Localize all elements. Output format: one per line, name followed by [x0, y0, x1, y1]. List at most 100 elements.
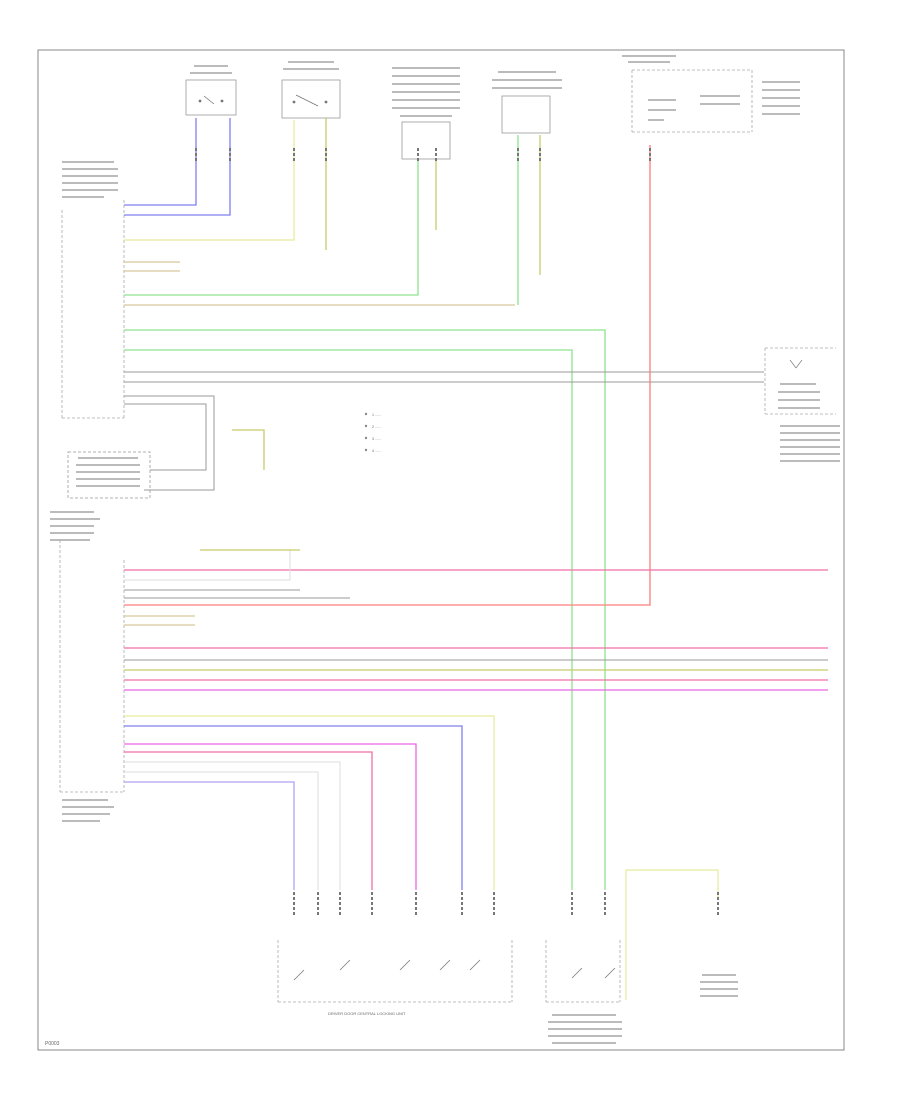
connector-tick: [293, 912, 295, 915]
connector-tick: [493, 907, 495, 910]
wire-gray-3: [124, 395, 215, 491]
wire-green-3: [124, 329, 606, 890]
connector-tick: [417, 153, 419, 156]
wire-white-3: [124, 771, 319, 890]
connector-tick: [293, 153, 295, 156]
connector-tick: [461, 912, 463, 915]
connector-tick: [415, 892, 417, 895]
connector-tick: [317, 912, 319, 915]
connector-tick: [325, 148, 327, 151]
switch-1: [185, 65, 237, 116]
connector-tick: [435, 158, 437, 161]
connector-tick: [493, 902, 495, 905]
switch-contact: [604, 967, 616, 979]
connector-tick: [571, 902, 573, 905]
connector-tick: [435, 148, 437, 151]
connector-tick: [417, 148, 419, 151]
rear-module-bracket: [59, 540, 125, 822]
connector-tick: [717, 897, 719, 900]
wire-pink-4: [124, 751, 373, 890]
connector-tick: [493, 912, 495, 915]
connector-tick: [649, 153, 651, 156]
switch-contact: [439, 959, 451, 971]
connector-tick: [415, 897, 417, 900]
connector-tick: [339, 892, 341, 895]
connector-tick: [293, 158, 295, 161]
connector-tick: [293, 907, 295, 910]
legend-item: 4 ......: [372, 449, 381, 453]
connector-tick: [604, 907, 606, 910]
legend: 1 ...... 2 ...... 3 ...... 4 ......: [364, 412, 381, 453]
wires: [124, 118, 828, 1000]
connector-tick: [539, 153, 541, 156]
connector-tick: [293, 148, 295, 151]
wire-violet: [124, 781, 295, 890]
connector-tick: [293, 897, 295, 900]
connector-tick: [195, 158, 197, 161]
legend-item: 1 ......: [372, 413, 381, 417]
connector-tick: [317, 892, 319, 895]
wire-blue-1: [124, 118, 197, 206]
wire-olive-5: [232, 429, 265, 470]
legend-item: 3 ......: [372, 437, 381, 441]
connector-tick: [339, 907, 341, 910]
connector-tick: [604, 892, 606, 895]
connector-tick: [493, 892, 495, 895]
connector-tick: [604, 897, 606, 900]
connector-tick: [415, 907, 417, 910]
connector-tick: [717, 902, 719, 905]
wire-red: [124, 145, 651, 606]
switch-contact: [339, 959, 351, 971]
right-module: [764, 347, 840, 462]
connector-tick: [571, 912, 573, 915]
connector-tick: [461, 902, 463, 905]
connector-tick: [571, 907, 573, 910]
switch-contact: [293, 969, 305, 981]
connector-tick: [371, 892, 373, 895]
connector-tick: [461, 907, 463, 910]
page-code: P0003: [45, 1041, 60, 1047]
connector-tick: [229, 153, 231, 156]
fuse-block: [622, 55, 800, 133]
connector-tick: [649, 148, 651, 151]
connector-tick: [371, 907, 373, 910]
connector-tick: [571, 892, 573, 895]
bottom-label: DRIVER DOOR CENTRAL LOCKING UNIT: [328, 1011, 406, 1016]
page-frame: [37, 49, 845, 1051]
module-2-bracket: [50, 451, 151, 541]
connector-tick: [539, 148, 541, 151]
connector-tick: [293, 892, 295, 895]
connector-tick: [539, 158, 541, 161]
connector-tick: [461, 892, 463, 895]
connector-tick: [317, 897, 319, 900]
connector-tick: [371, 912, 373, 915]
connector-tick: [435, 153, 437, 156]
legend-item: 2 ......: [372, 425, 381, 429]
wire-gray-4: [124, 403, 207, 471]
connector-tick: [229, 148, 231, 151]
switch-contact: [399, 959, 411, 971]
wire-olive-8: [625, 869, 719, 1000]
connector-tick: [195, 148, 197, 151]
sensor-3: [392, 67, 460, 160]
connector-tick: [317, 902, 319, 905]
connector-tick: [229, 158, 231, 161]
wire-white-2: [124, 761, 341, 890]
connector-tick: [317, 907, 319, 910]
connector-tick: [461, 897, 463, 900]
wire-green-4: [124, 349, 573, 890]
connector-tick: [417, 158, 419, 161]
wire-white-1: [124, 550, 291, 581]
wire-magenta-2: [124, 743, 417, 890]
rear-lock-unit: [545, 940, 622, 1044]
wire-green-1: [124, 160, 419, 296]
connector-tick: [293, 902, 295, 905]
wire-yellow: [124, 120, 295, 241]
connector-tick: [717, 907, 719, 910]
connector-tick: [517, 153, 519, 156]
connector-tick: [325, 158, 327, 161]
wire-olive-7: [124, 715, 495, 890]
connector-tick: [371, 902, 373, 905]
